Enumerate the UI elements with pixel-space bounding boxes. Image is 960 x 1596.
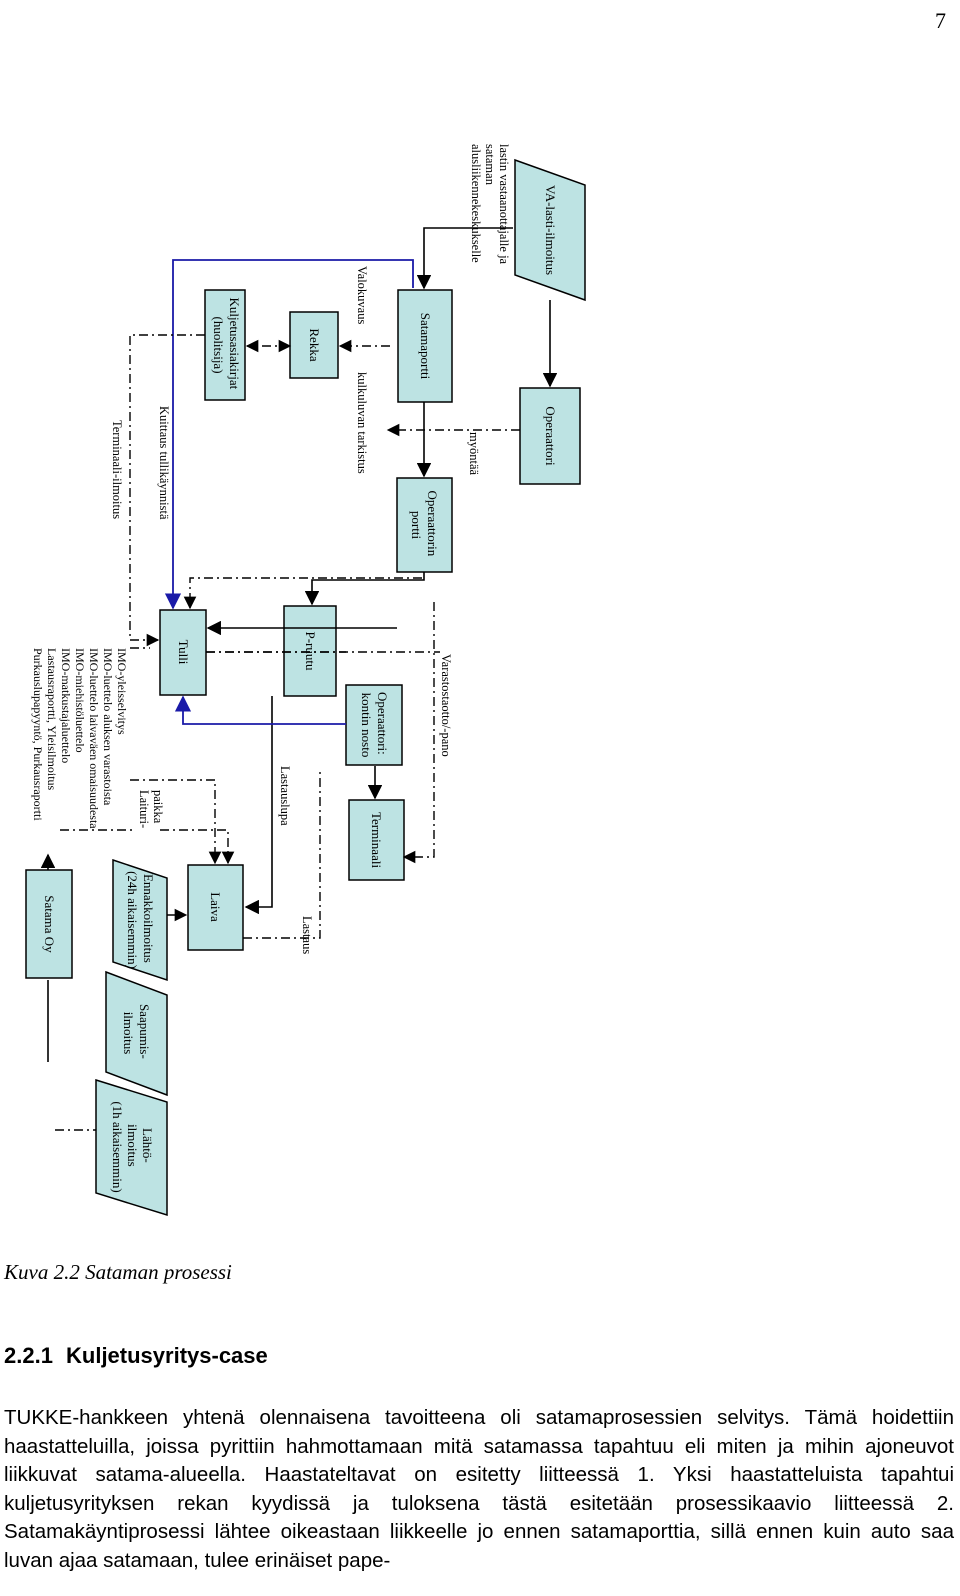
label-imo-4: IMO-miehistöluettelo	[73, 648, 87, 753]
port-process-diagram: Kuljetusasiakirjat (huolitsija) Rekka Sa…	[25, 144, 586, 1217]
label-lahto-3: (1h aikaisemmin)	[110, 1101, 125, 1192]
label-imo-7: Purkauslupapyyntö, Purkausraportti	[31, 648, 45, 821]
svg-text:lastin vastaanottajalle ja: lastin vastaanottajalle ja sataman alusl…	[469, 144, 511, 267]
label-rekka: Rekka	[307, 328, 322, 361]
label-lasti-info-3: alusliikennekeskukselle	[469, 144, 483, 263]
label-kuljetusasiakirjat-1: Kuljetusasiakirjat	[227, 298, 242, 390]
svg-text:Saapumis- ilmoitus: Saapumis- ilmoitus	[121, 1004, 152, 1062]
section-number: 2.2.1	[4, 1343, 53, 1368]
box-satamaportti	[397, 289, 453, 403]
box-labels: Kuljetusasiakirjat (huolitsija) Rekka Sa…	[42, 185, 558, 1193]
label-va-lasti: VA-lasti-ilmoitus	[543, 185, 558, 275]
page-number: 7	[935, 8, 946, 33]
label-saapumis-2: ilmoitus	[121, 1012, 136, 1055]
box-operaattori	[519, 387, 581, 485]
svg-text:Operaattori: kontin nost: Operaattori: kontin nosto	[359, 692, 390, 758]
label-imo-5: IMO-matkustajaluettelo	[59, 648, 73, 763]
svg-text:Lähtö- ilmoitus (1: Lähtö- ilmoitus (1h aikaisemmin)	[110, 1101, 155, 1192]
box-p-ruutu	[283, 605, 337, 697]
label-saapumis-1: Saapumis-	[137, 1004, 152, 1059]
para-saapumis	[105, 970, 168, 1097]
label-lasti-info-2: sataman	[483, 144, 497, 186]
label-lasti-info-1: lastin vastaanottajalle ja	[497, 144, 511, 265]
label-terminaali: Terminaali	[369, 812, 384, 869]
section-heading: 2.2.1 Kuljetusyritys-case	[4, 1343, 268, 1369]
label-kontin-nosto-2: kontin nosto	[359, 693, 374, 758]
label-valokuvaus: Valokuvaus	[355, 266, 369, 324]
label-lahto-1: Lähtö-	[140, 1128, 155, 1163]
flow-labels: lastin vastaanottajalle ja sataman alusl…	[31, 144, 511, 954]
para-va-lasti	[514, 158, 586, 302]
box-laiva	[187, 864, 244, 951]
figure-caption: Kuva 2.2 Sataman prosessi	[4, 1260, 232, 1284]
label-operaattorin-portti-2: portti	[409, 511, 424, 540]
box-terminaali	[348, 799, 405, 881]
svg-text:Kuljetusasiakirjat (huol: Kuljetusasiakirjat (huolitsija)	[211, 298, 242, 393]
label-ennakko-2: (24h aikaisemmin)	[125, 871, 140, 969]
label-kuittaus: Kuittaus tullikäynnistä	[157, 406, 171, 520]
label-operaattorin-portti-1: Operaattorin	[425, 491, 440, 557]
label-tulli: Tulli	[176, 640, 191, 665]
label-satamaportti: Satamaportti	[418, 313, 433, 380]
para-lahto	[95, 1078, 168, 1217]
section-title: Kuljetusyritys-case	[66, 1343, 268, 1368]
label-imo-6: Lastausraportti, Yleisilmoitus	[45, 648, 59, 791]
label-ennakko-1: Ennakkoilmoitus	[141, 874, 156, 963]
label-kulkuluvan: kulkuluvan tarkistus	[355, 372, 369, 474]
para-ennakko	[112, 858, 168, 982]
label-imo-2: IMO-luettelo aluksen varastoista	[101, 648, 115, 806]
label-laituripaikka-2: paikka	[151, 790, 165, 824]
label-laituripaikka-1: Laituri-	[137, 790, 151, 828]
box-kuljetusasiakirjat	[204, 289, 246, 401]
label-lastauslupa: Lastauslupa	[278, 766, 292, 826]
label-p-ruutu: P-ruutu	[303, 632, 318, 672]
box-kontin-nosto	[345, 684, 403, 766]
paragraph: TUKKE-hankkeen yhtenä olennaisena tavoit…	[4, 1406, 954, 1572]
diagram-dashed-links	[55, 334, 520, 1131]
box-tulli	[159, 609, 207, 696]
label-lastaus: Lastaus	[300, 916, 314, 954]
label-myontaa: myöntää	[467, 432, 481, 475]
label-imo-1: IMO-yleisselvitys	[115, 648, 129, 735]
label-kontin-nosto-1: Operaattori:	[375, 692, 390, 755]
box-satama-oy	[25, 869, 73, 979]
label-satama-oy: Satama Oy	[42, 895, 57, 953]
svg-text:Operaattorin portti: Operaattorin portti	[409, 491, 440, 560]
diagram-customs-links	[164, 259, 414, 725]
label-imo-3: IMO-luettelo laivaväen omaisuudesta	[87, 648, 101, 829]
label-kuljetusasiakirjat-2: (huolitsija)	[211, 316, 226, 373]
label-varastosto: Varastostaotto/-pano	[439, 654, 453, 757]
label-lahto-2: ilmoitus	[125, 1124, 140, 1167]
svg-text:Ennakkoilmoitus (24h aik: Ennakkoilmoitus (24h aikaisemmin)	[125, 871, 156, 969]
svg-text:Laituri- paikka: Laituri- paikka	[137, 790, 165, 831]
body-text: TUKKE-hankkeen yhtenä olennaisena tavoit…	[4, 1404, 954, 1575]
label-laiva: Laiva	[208, 892, 223, 922]
box-rekka	[289, 311, 339, 379]
diagram-connectors	[40, 227, 558, 1062]
label-terminaali-ilmoitus: Terminaali-ilmoitus	[110, 420, 124, 519]
label-operaattori: Operaattori	[543, 406, 558, 466]
